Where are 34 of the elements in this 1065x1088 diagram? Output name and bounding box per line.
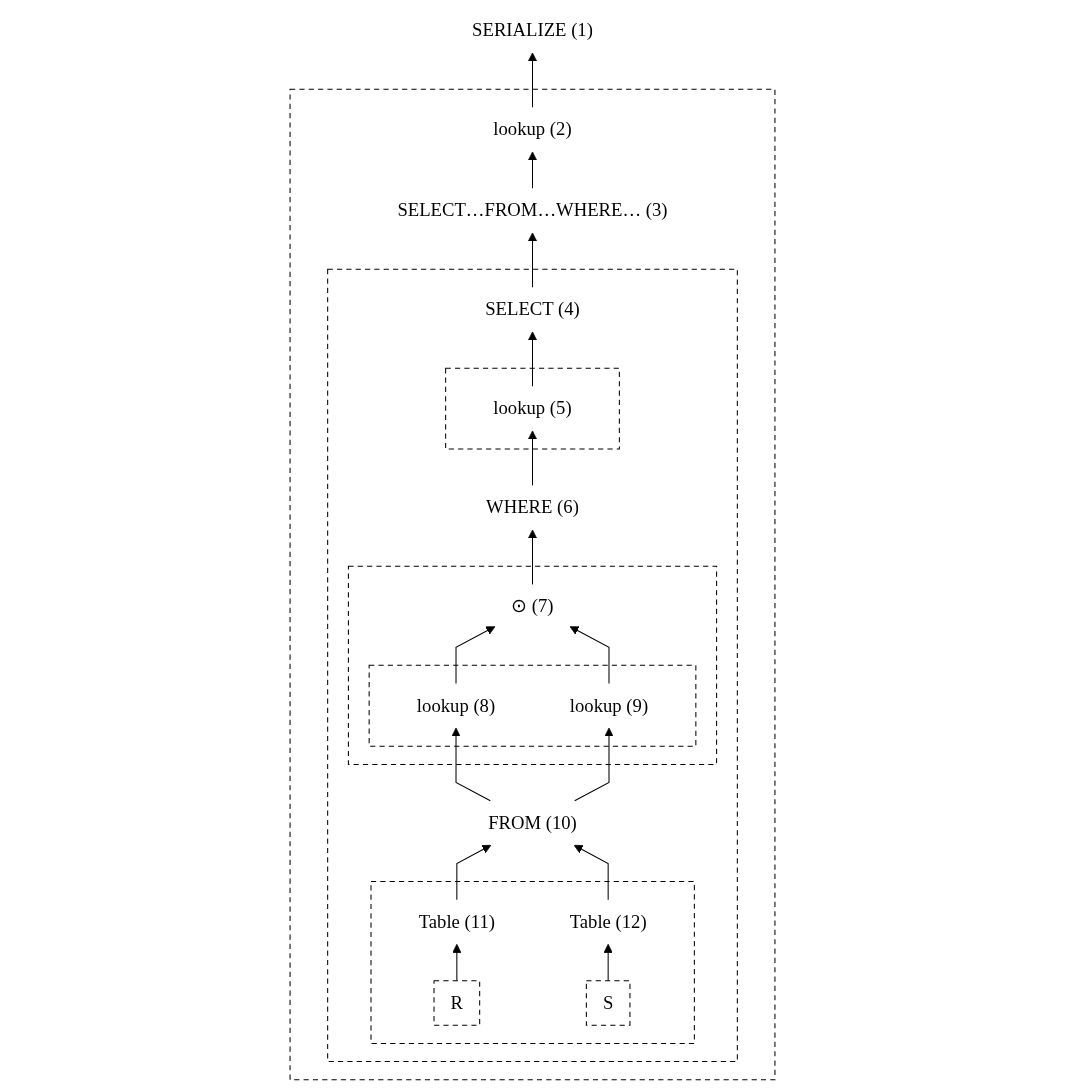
node-box: R xyxy=(433,980,481,1026)
arrow xyxy=(527,232,538,288)
cluster xyxy=(289,88,776,1081)
arrow xyxy=(527,331,538,387)
cluster xyxy=(327,268,738,1063)
arrow xyxy=(603,943,613,982)
node-text: ⊙ (7) xyxy=(511,595,554,617)
node-text: FROM (10) xyxy=(488,812,577,833)
node-text: lookup (2) xyxy=(493,118,572,140)
arrow xyxy=(569,626,610,684)
node-text: SELECT…FROM…WHERE… (3) xyxy=(397,199,668,221)
node-text: lookup (9) xyxy=(569,694,649,716)
node-text: Table (11) xyxy=(418,911,495,932)
cluster xyxy=(347,565,718,765)
node-text: Table (12) xyxy=(569,911,647,932)
node-text: lookup (5) xyxy=(493,397,572,419)
node-box: S xyxy=(585,980,631,1026)
node-text: WHERE (6) xyxy=(486,496,579,518)
arrow xyxy=(455,626,496,684)
arrow xyxy=(527,52,538,108)
node-text: lookup (8) xyxy=(416,694,496,716)
arrow xyxy=(574,727,614,802)
arrow xyxy=(456,844,492,901)
cluster xyxy=(445,367,620,450)
arrow xyxy=(527,151,538,189)
arrow xyxy=(573,844,609,901)
node-text: SERIALIZE (1) xyxy=(472,19,593,41)
node-text: SELECT (4) xyxy=(485,298,580,320)
arrow xyxy=(451,727,491,802)
arrow xyxy=(527,529,538,585)
cluster xyxy=(370,881,695,1044)
cluster xyxy=(368,664,697,747)
arrow xyxy=(527,430,538,486)
arrow xyxy=(452,943,462,982)
